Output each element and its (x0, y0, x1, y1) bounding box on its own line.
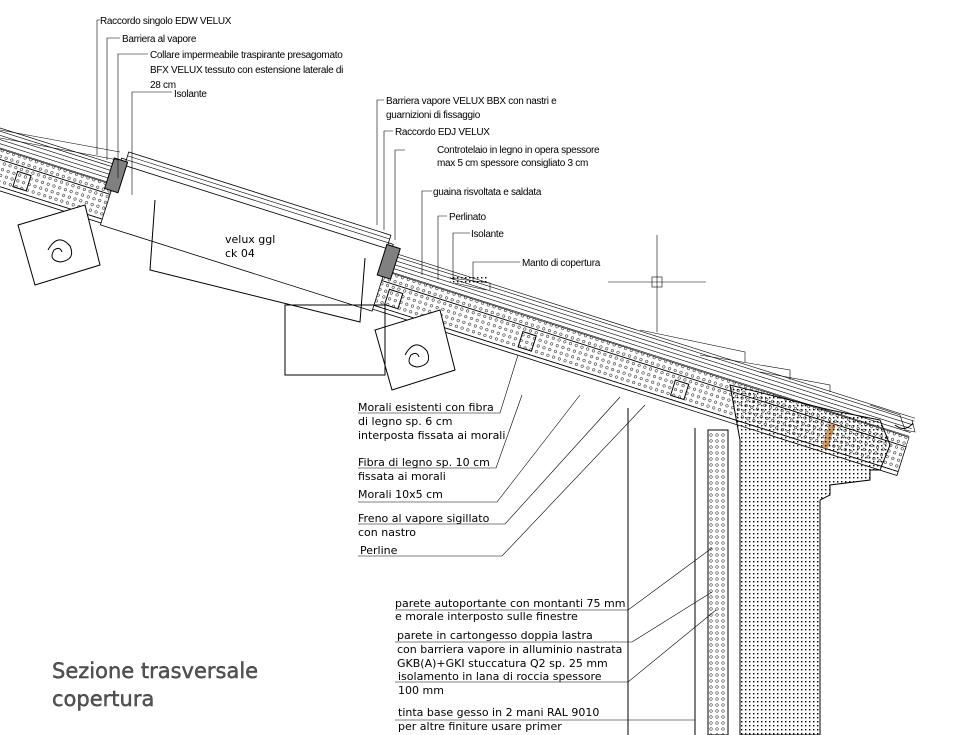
label-edj: Raccordo EDJ VELUX (395, 127, 490, 138)
wall-section (627, 384, 914, 735)
label-bbx-1: Barriera vapore VELUX BBX con nastri e (386, 96, 557, 107)
label-isolamento-2: 100 mm (398, 684, 444, 697)
label-cartongesso-1: parete in cartongesso doppia lastra (397, 629, 593, 642)
roof-tiles (0, 129, 916, 433)
label-morali-esistenti-2: di legno sp. 6 cm (358, 415, 453, 428)
label-tinta-2: per altre finiture usare primer (398, 720, 562, 733)
label-cartongesso-3: GKB(A)+GKI stuccatura Q2 sp. 25 mm (397, 657, 608, 670)
wall-leaders (395, 547, 717, 721)
label-barriera-vapore: Barriera al vapore (122, 34, 197, 45)
label-parete-2: e morale interposto sulle finestre (395, 610, 578, 623)
label-freno-1: Freno al vapore sigillato (358, 512, 490, 525)
label-raccordo-edw: Raccordo singolo EDW VELUX (100, 16, 232, 27)
drawing-title: Sezione trasversale (52, 659, 258, 683)
cad-cursor-crosshair (608, 235, 706, 332)
label-controtelaio-1: Controtelaio in legno in opera spessore (437, 145, 600, 156)
label-perlinato: Perlinato (449, 212, 487, 223)
roof-leaders (358, 354, 646, 557)
label-morali-esistenti-3: interposta fissata ai morali (358, 429, 505, 442)
window-code: ck 04 (225, 247, 255, 260)
label-isolante: Isolante (174, 89, 207, 100)
label-freno-2: con nastro (358, 526, 416, 539)
beam-section-left (17, 204, 101, 286)
top-leaders (96, 19, 520, 282)
roof-covering-detail (450, 275, 488, 285)
label-morali-esistenti-1: Morali esistenti con fibra (358, 401, 494, 414)
label-collare-2: BFX VELUX tessuto con estensione lateral… (150, 65, 343, 76)
label-manto: Manto di copertura (522, 258, 601, 269)
label-parete-1: parete autoportante con montanti 75 mm (395, 597, 625, 610)
label-fibra-2: fissata ai morali (358, 470, 446, 483)
label-bbx-2: guarnizioni di fissaggio (386, 110, 481, 121)
drawing-subtitle: copertura (52, 687, 154, 711)
label-fibra-1: Fibra di legno sp. 10 cm (358, 456, 490, 469)
label-morali: Morali 10x5 cm (358, 488, 443, 501)
label-guaina: guaina risvoltata e saldata (433, 187, 542, 198)
label-collare-3: 28 cm (150, 80, 176, 91)
beam-section-right (374, 309, 456, 391)
label-perline: Perline (360, 544, 398, 557)
window-box (284, 304, 386, 376)
label-tinta-1: tinta base gesso in 2 mani RAL 9010 (398, 706, 599, 719)
label-isolante-2: Isolante (471, 229, 504, 240)
window-label: velux ggl (225, 233, 275, 246)
label-collare-1: Collare impermeabile traspirante presago… (150, 50, 343, 61)
label-controtelaio-2: max 5 cm spessore consigliato 3 cm (437, 158, 588, 169)
label-cartongesso-2: con barriera vapore in alluminio nastrat… (397, 643, 622, 656)
window-lining (149, 199, 366, 323)
label-isolamento-1: isolamento in lana di roccia spessore (398, 670, 602, 683)
